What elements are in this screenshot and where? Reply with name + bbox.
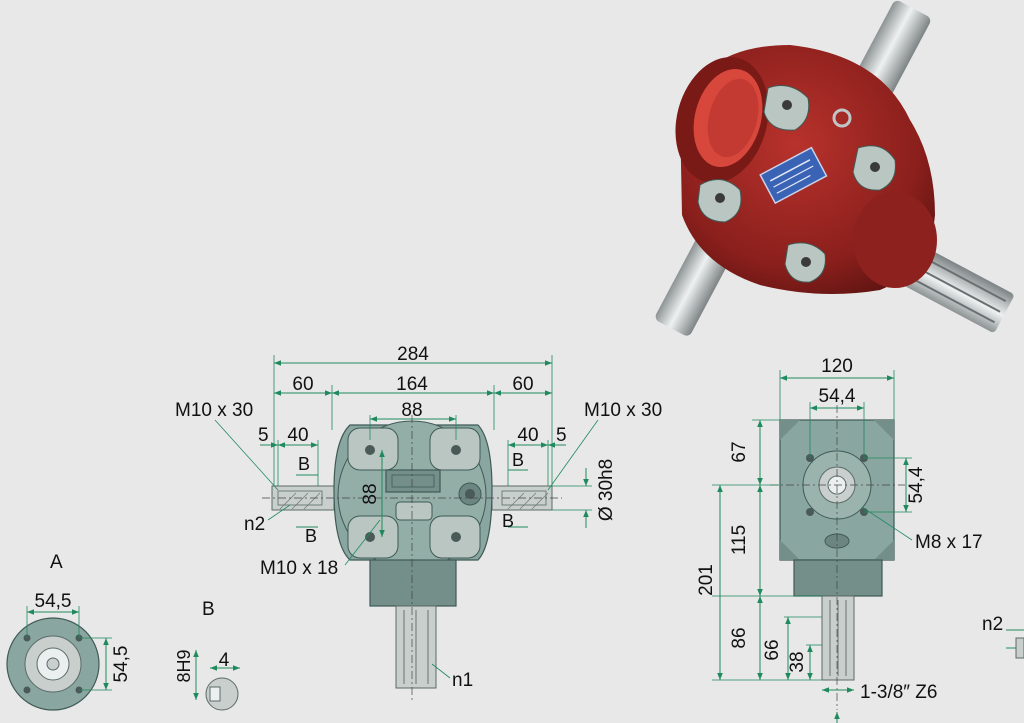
detail-a	[6, 606, 112, 711]
dim-shaft-diameter: Ø 30h8	[596, 459, 617, 521]
label-section-b3: B	[305, 526, 317, 546]
front-view	[214, 355, 599, 700]
dim-side-width: 120	[821, 356, 853, 377]
detail-b	[193, 650, 240, 711]
label-left-thread: M10 x 30	[175, 400, 253, 421]
dim-side-middle: 115	[729, 525, 750, 555]
dim-right-shaft: 60	[512, 374, 533, 395]
dim-right-gap: 5	[556, 425, 567, 446]
edge-partial	[1006, 629, 1024, 659]
dim-spline-short: 38	[787, 651, 808, 672]
label-detail-b: B	[202, 599, 215, 620]
dim-key-width: 4	[219, 650, 230, 671]
label-section-b4: B	[502, 511, 514, 531]
label-section-b2: B	[512, 450, 524, 470]
dim-top-bolt: 88	[401, 400, 422, 421]
label-edge-n2: n2	[982, 614, 1003, 635]
output-collar	[369, 559, 457, 607]
dim-side-total: 201	[696, 564, 717, 596]
dim-side-top: 67	[729, 441, 750, 462]
dim-left-shaft: 60	[292, 374, 313, 395]
label-detail-a: A	[50, 552, 63, 573]
label-bottom-thread: M10 x 18	[260, 558, 338, 579]
dim-side-bolt: 54,4	[819, 386, 856, 407]
labels: 284 60 164 60 88 M10 x 30 M10 x 30 5 40 …	[35, 344, 1004, 703]
dim-body: 164	[396, 374, 428, 395]
label-spline: 1-3/8″ Z6	[860, 682, 937, 703]
dim-key-depth: 8H9	[174, 649, 194, 682]
label-side-thread: M8 x 17	[915, 532, 983, 553]
gearbox-photo	[655, 0, 1014, 336]
side-view	[712, 370, 913, 723]
dim-detail-a-vertical: 54,5	[111, 646, 132, 683]
label-n1: n1	[452, 670, 473, 691]
dim-side-lower: 86	[729, 627, 750, 648]
dim-spline-len: 66	[762, 639, 783, 660]
label-right-thread: M10 x 30	[584, 400, 662, 421]
dim-vertical-bolt: 88	[360, 483, 381, 504]
dim-side-vert-bolt: 54,4	[906, 466, 927, 503]
label-n2: n2	[244, 514, 265, 535]
dim-overall: 284	[397, 344, 429, 365]
dim-left-key: 40	[287, 425, 308, 446]
dim-left-gap: 5	[258, 425, 269, 446]
dim-right-key: 40	[517, 425, 538, 446]
label-section-b1: B	[298, 454, 310, 474]
dim-detail-a-horizontal: 54,5	[35, 591, 72, 612]
